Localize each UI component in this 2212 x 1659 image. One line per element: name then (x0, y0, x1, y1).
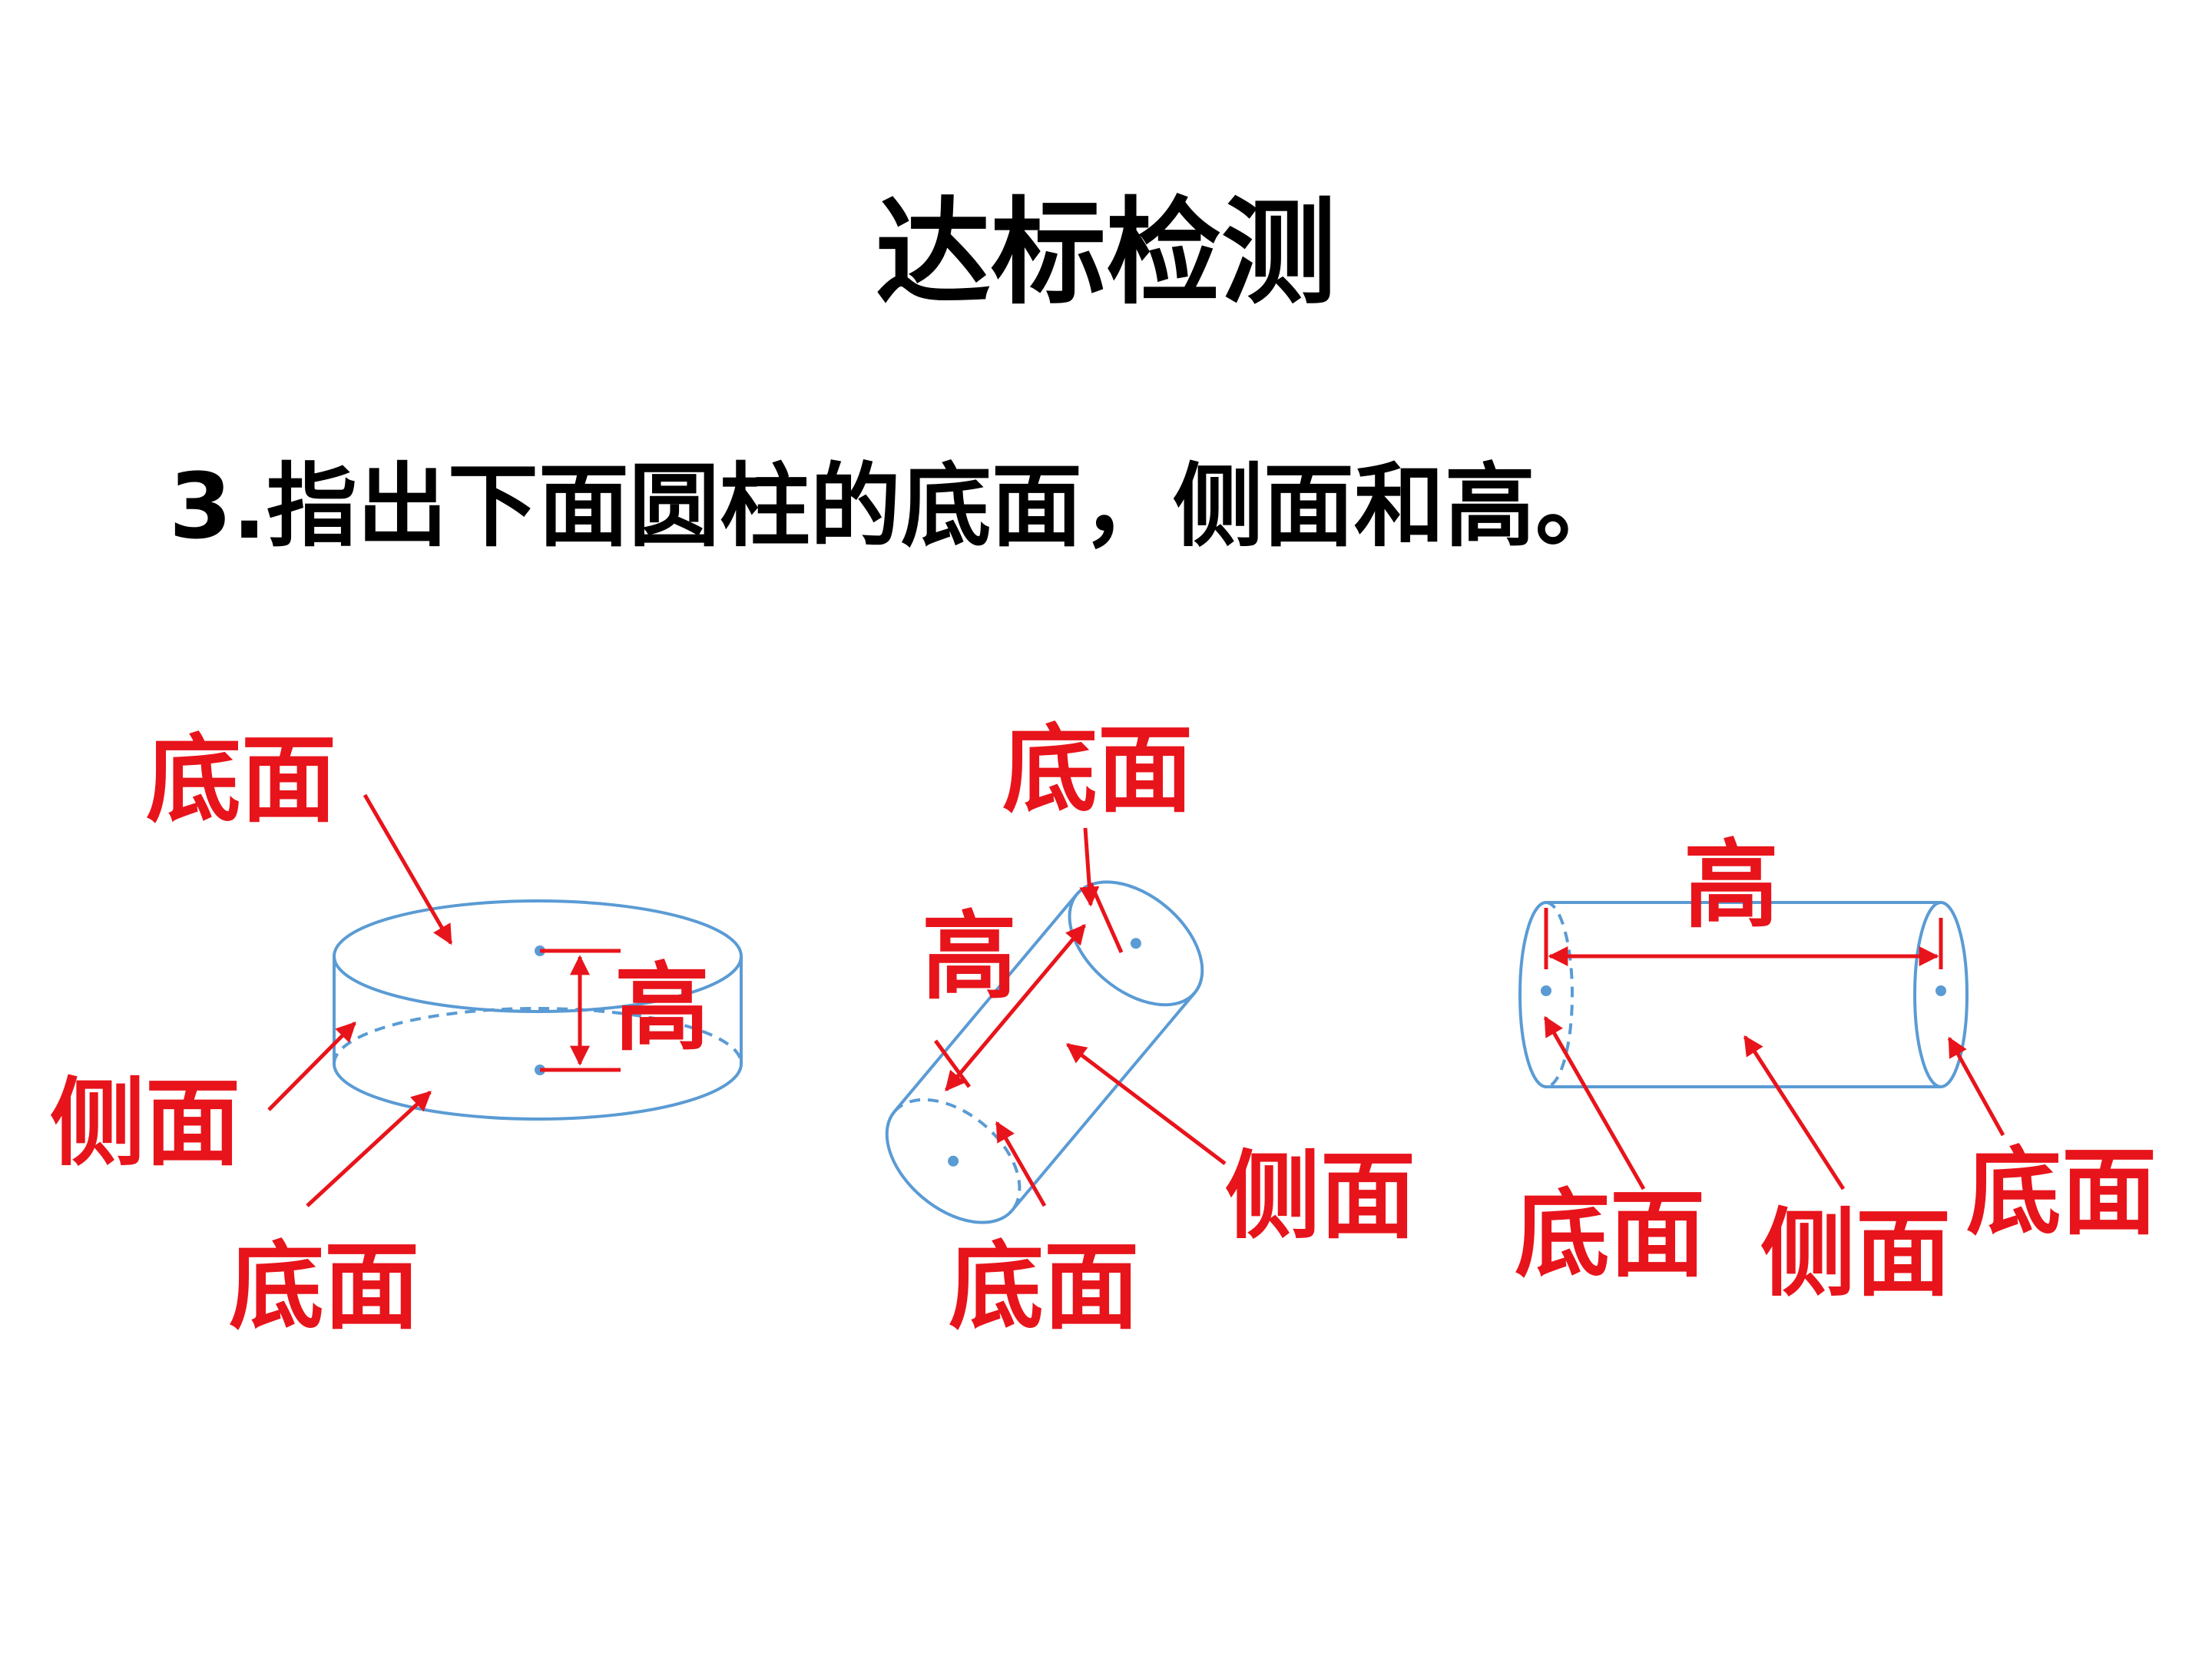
slide-title: 达标检测 (875, 187, 1336, 320)
figure-3-cylinder: 高 底面 侧面 底面 (1515, 830, 2157, 1310)
cylinder-3-shape (1518, 901, 1969, 1088)
fig1-side-label: 侧面 (50, 1068, 240, 1179)
fig2-bottom-base-label: 底面 (949, 1232, 1139, 1343)
question-text: 3.指出下面圆柱的底面，侧面和高。 (169, 453, 1626, 559)
figure-1-cylinder: 底面 高 侧面 底面 (50, 725, 743, 1343)
fig1-height-label: 高 (614, 953, 710, 1064)
cylinder-2-shape (885, 880, 1204, 1224)
fig2-top-base-label: 底面 (1002, 715, 1193, 826)
fig1-bottom-base-label: 底面 (229, 1232, 419, 1343)
fig2-height-label: 高 (922, 902, 1017, 1012)
fig3-left-base-label: 底面 (1515, 1180, 1705, 1290)
fig3-right-base-label: 底面 (1966, 1137, 2157, 1248)
fig3-height-label: 高 (1684, 830, 1779, 941)
fig3-side-label: 侧面 (1760, 1199, 1951, 1310)
figure-2-cylinder: 底面 高 侧面 底面 (885, 715, 1416, 1343)
fig1-top-base-label: 底面 (146, 725, 336, 836)
fig2-side-label: 侧面 (1225, 1141, 1416, 1252)
